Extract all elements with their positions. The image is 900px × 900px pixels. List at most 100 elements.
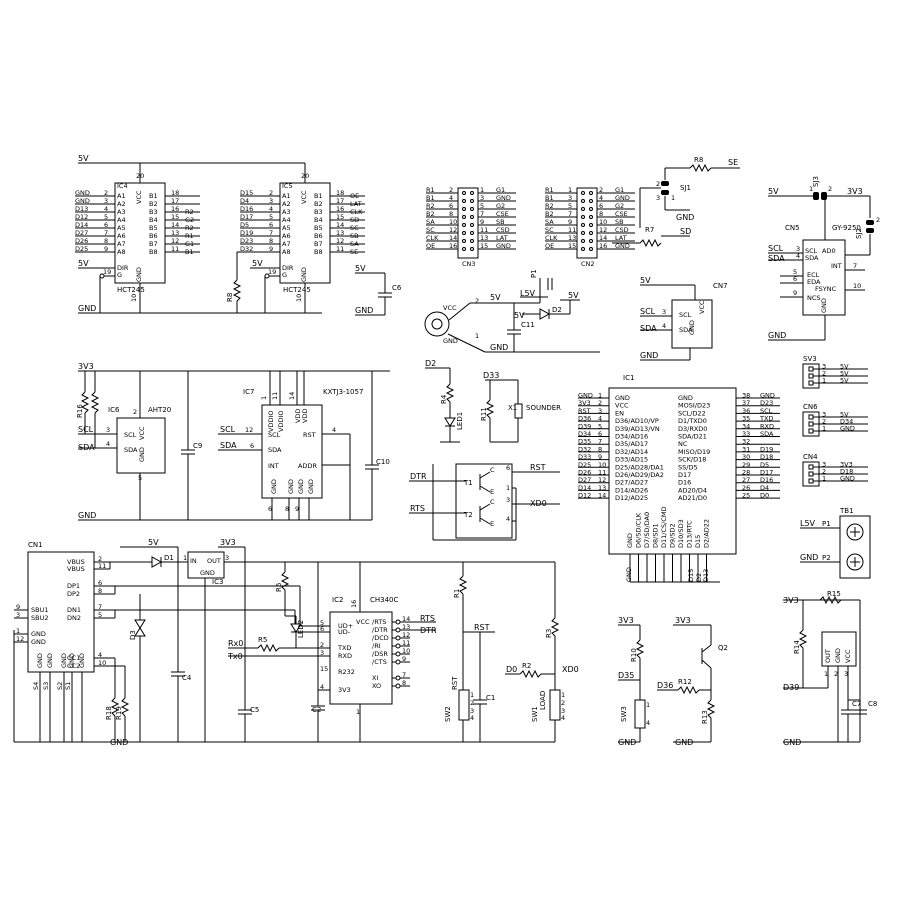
cn4-net: 3V3	[840, 461, 853, 469]
ic2-pin-left: 2	[320, 641, 324, 649]
ic4-net-right: R2	[185, 208, 194, 216]
cn3-pin-left: 4	[449, 194, 453, 202]
sw1-p2: 2	[561, 699, 565, 707]
cn3-net-left: R1	[426, 186, 435, 194]
cn2-pin-left: 7	[568, 210, 572, 218]
q2-circuit: 3V3 Q2 D36 R12 R13 GND	[657, 616, 728, 747]
d2-label: D2	[552, 306, 562, 314]
cn4-pin: 2	[822, 468, 826, 476]
ic5-pinname-left: A6	[282, 232, 291, 240]
cn3-pin-left: 10	[449, 218, 457, 226]
ic2-pin-right: 11	[402, 639, 410, 647]
ic1-pin-right: 37	[742, 399, 750, 407]
t2-rts: RTS	[410, 504, 425, 513]
ic2-pinname-left: R232	[338, 668, 355, 676]
sv3-pin: 3	[822, 363, 826, 371]
ic4-pinname-right: B1	[149, 192, 158, 200]
ic1-pinname-left: D14/AD26	[615, 486, 648, 494]
cn2-ref: CN2	[581, 260, 595, 268]
p1-l5v: L5V	[520, 289, 536, 298]
ic1-pinname-bottom: D13/RTC	[686, 520, 694, 548]
ic1-pinname-left: D33/AD15	[615, 456, 648, 464]
jack-gnd: GND	[443, 337, 458, 345]
p1-5v: 5V	[568, 291, 579, 300]
sj2-ref: SJ2	[855, 228, 863, 239]
ic2-pinname-left: RXD	[338, 652, 352, 660]
cn2-net-right: G2	[615, 202, 624, 210]
sw2-p2: 2	[470, 699, 474, 707]
top-3v3: 3V3	[78, 362, 94, 371]
cn1-pin-left: 1	[16, 627, 20, 635]
ic5-pin-left: 7	[269, 229, 273, 237]
ic5-pinname-left: A7	[282, 240, 291, 248]
ic1-body	[608, 387, 737, 555]
ic1-net-left: RST	[578, 407, 591, 415]
ic1-pinname-right: D3/RXD0	[678, 425, 707, 433]
net-gnd-label: GND	[78, 304, 96, 313]
cn3-pin-right: 1	[480, 186, 484, 194]
reset-rst-net: RST	[474, 623, 490, 632]
cn3-pin-right: 11	[480, 226, 488, 234]
t-p3: 3	[506, 496, 510, 504]
sw1-p1: 1	[561, 691, 565, 699]
sw1-body[interactable]	[549, 689, 561, 721]
ic1-pinname-right: SCK/D18	[678, 456, 706, 464]
ic5-pinname-left: A8	[282, 248, 291, 256]
cn2-net-right: CSD	[615, 226, 629, 234]
ic5-pin-left: 3	[269, 197, 273, 205]
ic7-i-sda: SDA	[268, 446, 282, 454]
cn6-pin: 3	[822, 411, 826, 419]
gy-i-ncs: NCS	[807, 294, 821, 302]
ic1-pin-left: 8	[598, 445, 602, 453]
sj1-p1: 1	[671, 194, 675, 202]
sw2-body[interactable]	[458, 689, 470, 721]
ic7-p12: 12	[245, 426, 253, 434]
ic7-p6: 6	[250, 442, 254, 450]
ic7-scl-net: SCL	[220, 425, 236, 434]
ic1-net-left: D35	[578, 438, 591, 446]
cn1-pinname-right: VBUS	[67, 558, 85, 566]
ic1-pinname-right: D1/TXD0	[678, 417, 707, 425]
cn4-net: GND	[840, 475, 855, 483]
cn3-net-right: GND	[496, 194, 511, 202]
ic2-pin-right: 13	[402, 623, 410, 631]
sj1-p3: 3	[656, 194, 660, 202]
ic1-pinname-left: D39/AD13/VN	[615, 425, 660, 433]
power-jack-block: VCC GND 2 5V 1 GND C11 5V P1 L5V 5V D2	[424, 269, 600, 353]
ic4-net-left: D27	[75, 229, 88, 237]
ic2-part: CH340C	[370, 596, 399, 604]
cn3-pin-left: 6	[449, 202, 453, 210]
ic5-pinname-right: B7	[314, 240, 323, 248]
ic4-pinname-left: A4	[117, 216, 126, 224]
ic1-net-left: D33	[578, 453, 591, 461]
cn2-pin-left: 15	[568, 242, 576, 250]
ic7-sda-net: SDA	[220, 441, 237, 450]
t1-dtr: DTR	[410, 472, 427, 481]
cn3-net-right: CSE	[496, 210, 509, 218]
r3-label: R3	[545, 629, 553, 638]
ic6-i-scl: SCL	[124, 431, 137, 439]
gy-p10: 10	[853, 282, 861, 290]
ic2-vcc: VCC	[356, 618, 370, 626]
ic4-pinname-left: A3	[117, 208, 126, 216]
gy-i-ad0: AD0	[822, 247, 836, 255]
cn4-net: D18	[840, 468, 853, 476]
ic1-pin-left: 10	[598, 461, 606, 469]
ic1-pin-right: 35	[742, 415, 750, 423]
load-d0: D0	[506, 665, 517, 674]
cn6-ref: CN6	[803, 403, 818, 411]
r11-label: R11	[480, 407, 488, 421]
ic4-pinname-right: B7	[149, 240, 158, 248]
ic1-net-right: D5	[760, 461, 769, 469]
gy-scl: SCL	[768, 244, 784, 253]
ic2-dtr-net: DTR	[420, 626, 437, 635]
ic1-pin-right: 27	[742, 476, 750, 484]
ic4-pin-left: 7	[104, 229, 108, 237]
sw3-body[interactable]	[634, 699, 646, 729]
ic4-pin-left: 6	[104, 221, 108, 229]
